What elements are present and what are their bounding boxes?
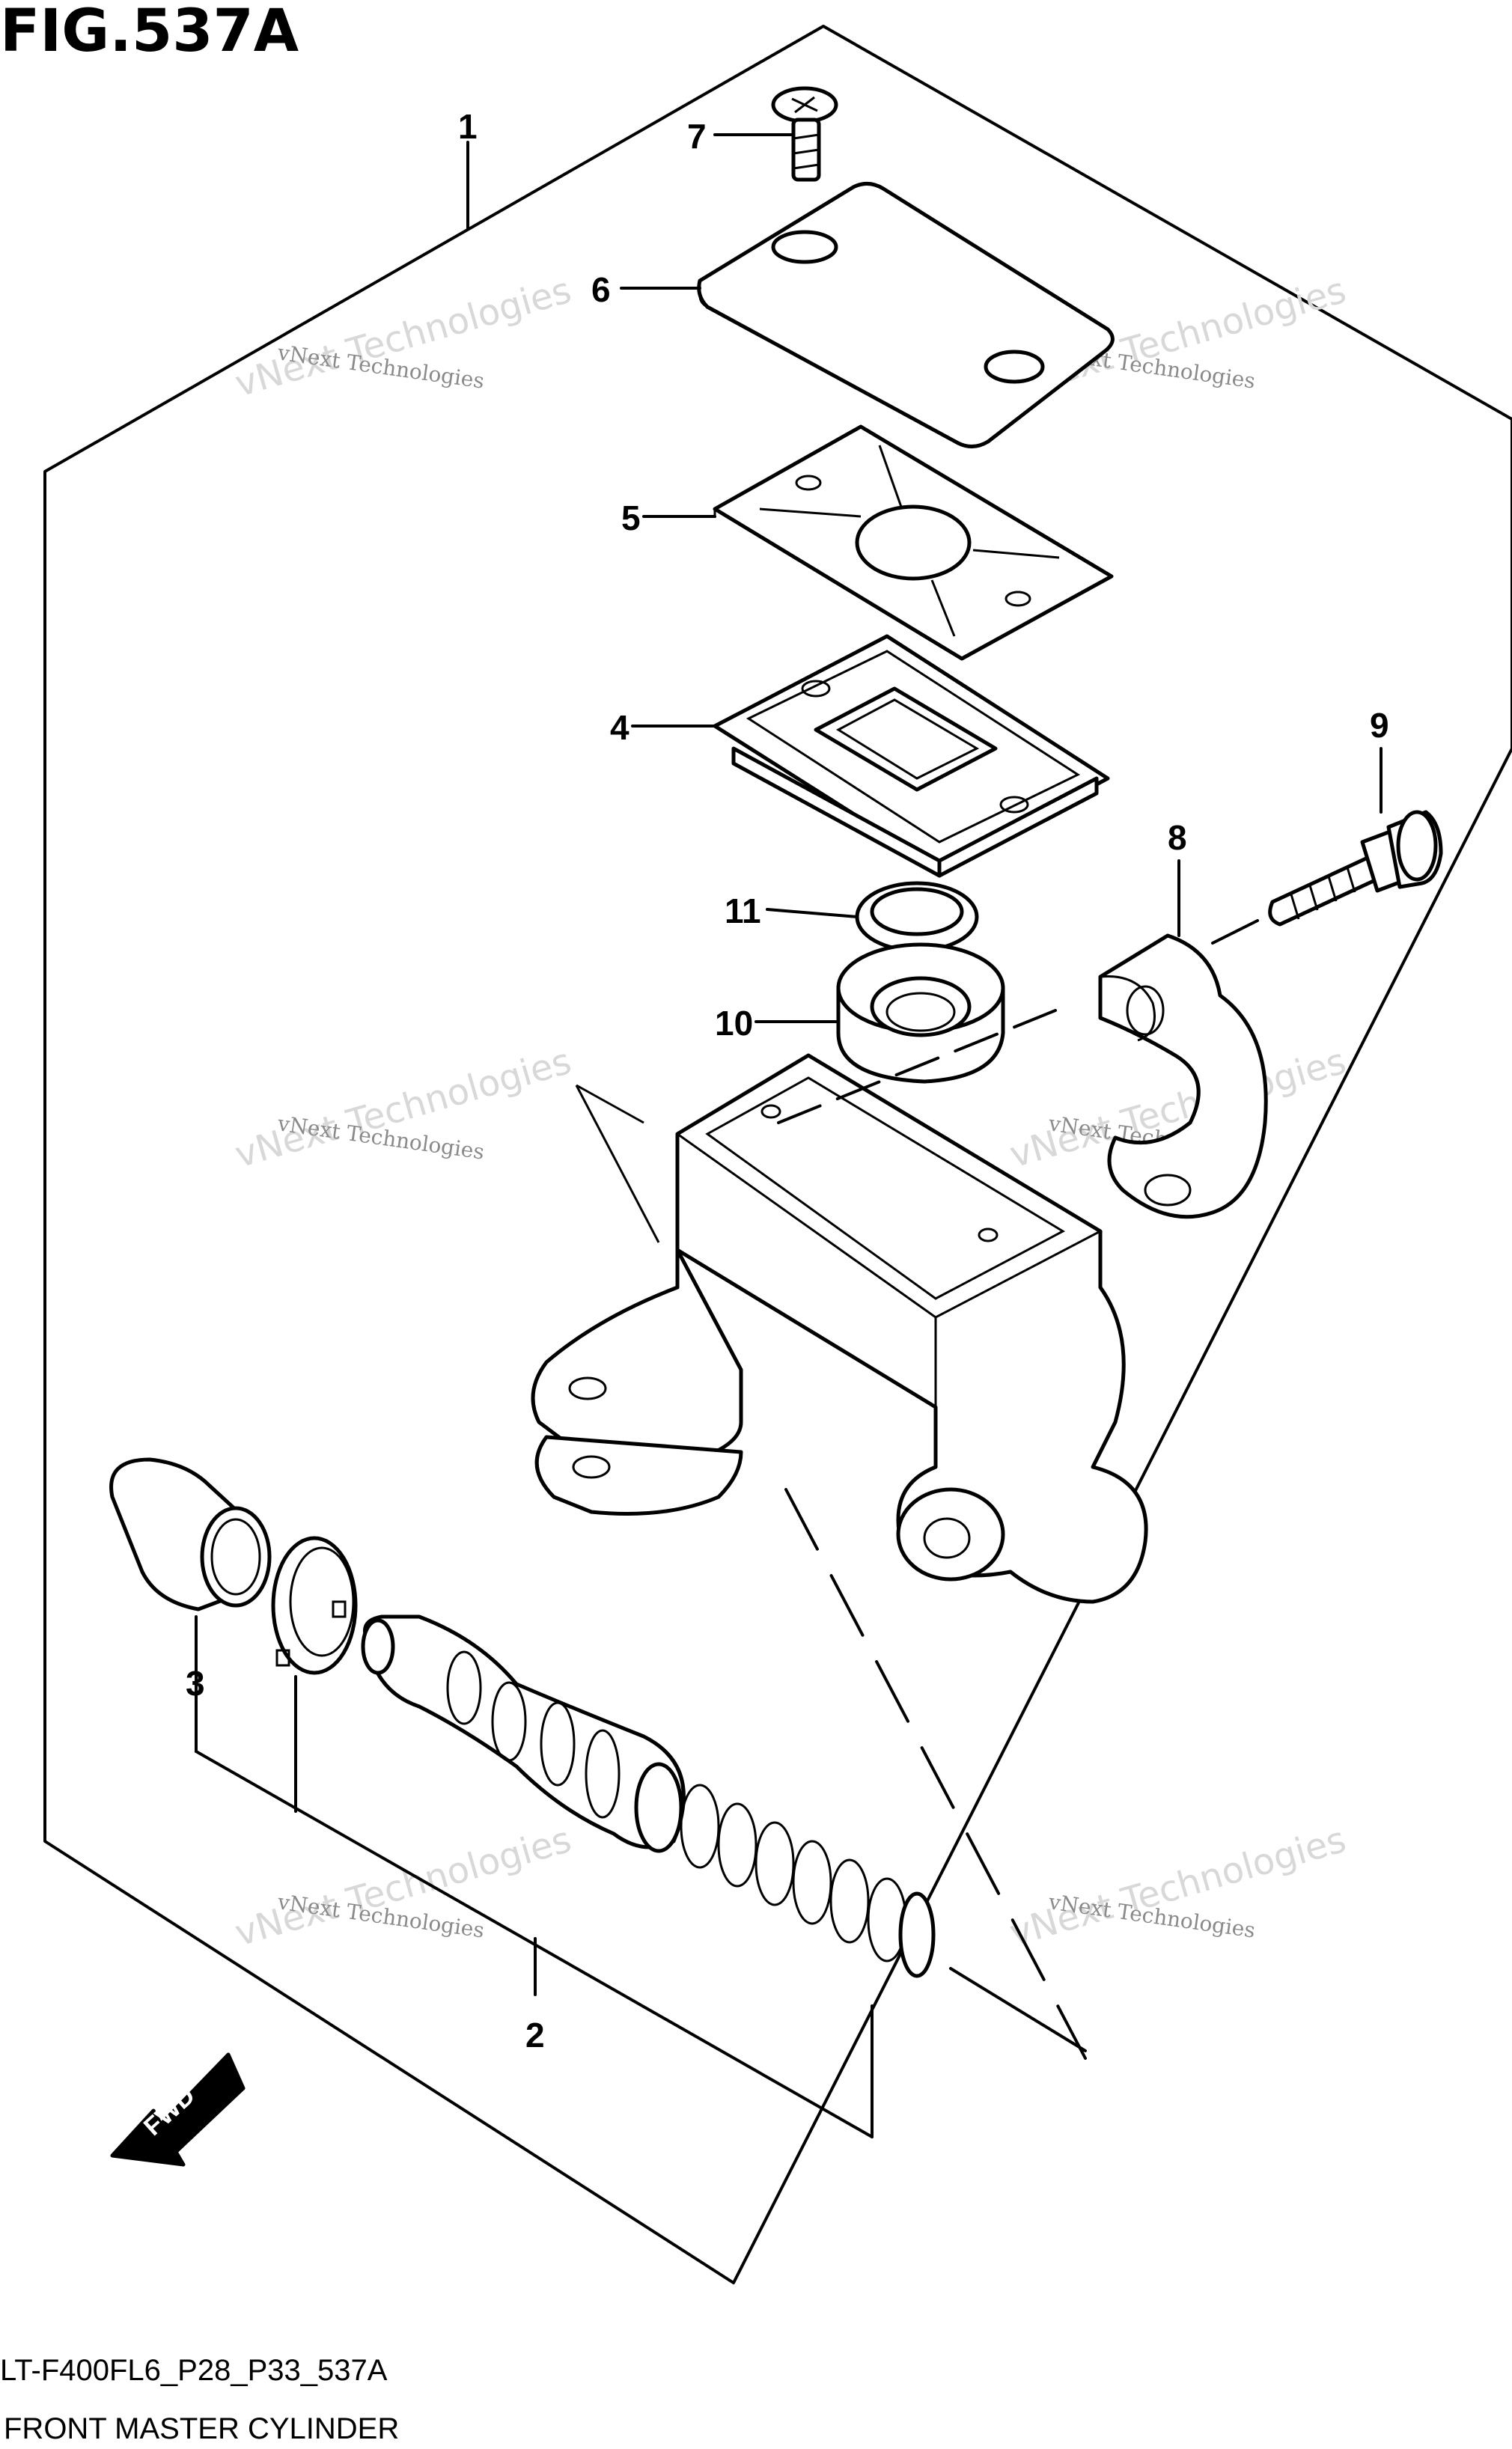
callout-10: 10: [715, 1004, 753, 1043]
part-7-screw[interactable]: [771, 86, 838, 182]
svg-text:vNext Technologies: vNext Technologies: [231, 1040, 576, 1177]
callout-9: 9: [1370, 706, 1389, 745]
watermark-5: vNext Technologies vNext Technologies: [231, 1819, 576, 1955]
callout-8: 8: [1168, 818, 1187, 857]
part-2-piston-assembly[interactable]: [361, 1614, 936, 1978]
footer-name: FRONT MASTER CYLINDER: [4, 2412, 399, 2445]
figure-title: FIG.537A: [0, 0, 299, 65]
callout-1: 1: [458, 107, 478, 146]
assembly-outline: [43, 25, 1512, 2284]
part-6-reservoir-cap[interactable]: [697, 182, 1115, 448]
part-11-o-ring[interactable]: [855, 881, 979, 953]
callout-5: 5: [621, 498, 641, 537]
callout-6: 6: [591, 270, 611, 309]
part-10-boot[interactable]: [836, 942, 1005, 1084]
part-5-diaphragm-plate[interactable]: [713, 424, 1114, 661]
callout-4: 4: [610, 708, 630, 747]
callout-11: 11: [725, 891, 761, 930]
watermark-3: vNext Technologies vNext Technologies: [231, 1040, 576, 1177]
callout-2: 2: [525, 2016, 545, 2055]
part-8-clamp[interactable]: [1098, 933, 1268, 1219]
leader-lines: [195, 133, 1383, 2138]
part-3-boot[interactable]: [109, 1457, 272, 1611]
part-9-bolt[interactable]: [1268, 810, 1443, 927]
watermark-6: vNext Technologies vNext Technologies: [1005, 1819, 1350, 1955]
part-3-circlip[interactable]: [271, 1536, 358, 1675]
fwd-arrow: FWD: [110, 2052, 246, 2167]
svg-text:vNext Technologies: vNext Technologies: [231, 1819, 576, 1955]
callout-7: 7: [687, 117, 707, 156]
footer-code: LT-F400FL6_P28_P33_537A: [0, 2354, 388, 2387]
part-4-diaphragm[interactable]: [713, 634, 1110, 878]
callout-3: 3: [186, 1664, 205, 1703]
master-cylinder-body[interactable]: [531, 1053, 1148, 1604]
svg-text:vNext Technologies: vNext Technologies: [1005, 1819, 1350, 1955]
